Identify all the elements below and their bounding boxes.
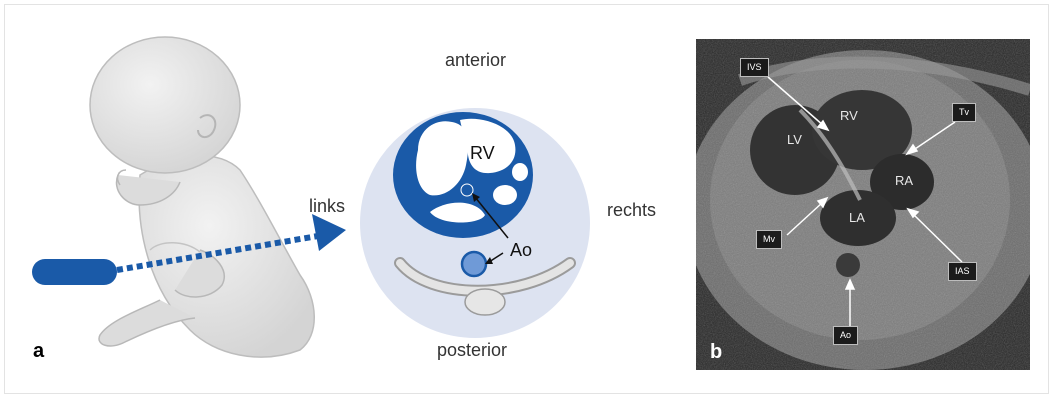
- us-structure-rv: RV: [840, 108, 858, 123]
- us-structure-ra: RA: [895, 173, 913, 188]
- us-label-ivs: IVS: [740, 58, 769, 77]
- us-structure-lv: LV: [787, 132, 802, 147]
- us-label-ao: Ao: [833, 326, 858, 345]
- us-label-tv: Tv: [952, 103, 976, 122]
- panel-b-letter: b: [710, 341, 722, 364]
- us-label-ias: IAS: [948, 262, 977, 281]
- us-label-mv: Mv: [756, 230, 782, 249]
- us-structure-la: LA: [849, 210, 865, 225]
